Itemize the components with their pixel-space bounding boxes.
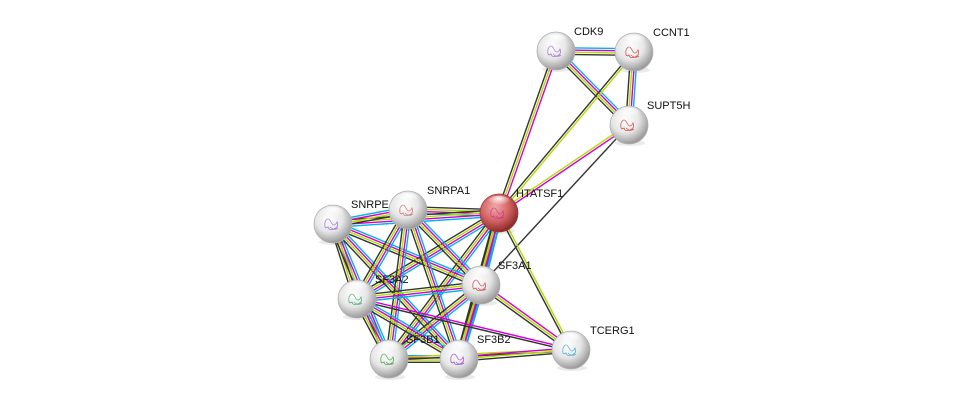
node-supt5h[interactable]: SUPT5H [609, 100, 690, 146]
edge-line-coexpression [480, 124, 630, 286]
edge-line-experimental [357, 285, 482, 301]
edge-line-experimental [357, 297, 460, 359]
protein-structure-icon [472, 279, 487, 292]
edge-line-database [357, 287, 482, 303]
edge-line-textmining [406, 210, 459, 360]
edge-line-coexpression [356, 281, 481, 297]
protein-structure-icon [620, 119, 635, 132]
protein-structure-icon [625, 46, 640, 59]
node-highlight [376, 341, 402, 356]
edge-line-textmining [499, 212, 573, 350]
edge-sf3a1-sf3a2[interactable] [356, 281, 482, 303]
edge-line-experimental [408, 209, 461, 359]
edge-supt5h-htatsf1[interactable] [497, 123, 631, 215]
edge-line-textmining [499, 52, 636, 215]
node-highlight [486, 195, 512, 210]
edge-line-database [390, 287, 484, 363]
edge-line-coexpression [497, 213, 571, 351]
protein-structure-icon [399, 204, 414, 217]
edge-snrpa1-sf3b2[interactable] [404, 208, 463, 361]
edge-line-textmining [356, 283, 481, 299]
node-label: SF3B2 [477, 334, 511, 346]
edge-line-coexpression [385, 209, 406, 359]
edge-ccnt1-htatsf1[interactable] [497, 50, 636, 215]
node-htatsf1[interactable]: HTATSF1 [479, 188, 563, 234]
edge-line-coexpression [385, 210, 497, 358]
node-label: CDK9 [574, 26, 603, 38]
protein-structure-icon [490, 207, 505, 220]
protein-structure-icon [324, 218, 339, 231]
node-ccnt1[interactable]: CCNT1 [614, 27, 690, 73]
node-label: HTATSF1 [516, 188, 563, 200]
edge-supt5h-sf3a1[interactable] [480, 124, 630, 286]
node-label: SF3B1 [406, 334, 440, 346]
edge-line-experimental [389, 210, 410, 360]
node-snrpa1[interactable]: SNRPA1 [388, 185, 470, 231]
edge-sf3a2-tcerg1[interactable] [356, 297, 572, 352]
node-highlight [344, 281, 370, 296]
node-highlight [446, 341, 472, 356]
edge-sf3a2-sf3b2[interactable] [354, 295, 462, 363]
node-label: SNRPE [351, 199, 389, 211]
edge-line-coexpression [354, 301, 458, 363]
node-label: SNRPA1 [427, 185, 470, 197]
node-highlight [320, 206, 346, 221]
node-label: TCERG1 [590, 325, 635, 337]
edge-line-textmining [356, 299, 459, 361]
edge-line-database [391, 210, 412, 360]
node-highlight [395, 192, 421, 207]
protein-structure-icon [562, 344, 577, 357]
node-sf3a1[interactable]: SF3A1 [461, 260, 532, 306]
edge-htatsf1-tcerg1[interactable] [497, 212, 573, 351]
edge-snrpa1-sf3b1[interactable] [385, 209, 412, 360]
node-tcerg1[interactable]: TCERG1 [551, 325, 635, 371]
edge-line-coexpression [386, 281, 480, 357]
edge-line-experimental [333, 222, 482, 285]
node-cdk9[interactable]: CDK9 [536, 26, 603, 72]
edge-line-textmining [331, 224, 459, 361]
edge-line-experimental [357, 213, 500, 301]
node-sf3b2[interactable]: SF3B2 [439, 334, 511, 380]
node-highlight [621, 34, 647, 49]
node-sf3a2[interactable]: SF3A2 [337, 274, 409, 320]
node-label: SF3A2 [375, 274, 409, 286]
protein-structure-icon [450, 353, 465, 366]
node-highlight [616, 107, 642, 122]
edge-line-coexpression [356, 299, 571, 352]
node-highlight [468, 267, 494, 282]
node-highlight [558, 332, 584, 347]
protein-structure-icon [380, 353, 395, 366]
protein-structure-icon [547, 45, 562, 58]
edge-line-experimental [357, 297, 572, 350]
edge-line-coexpression [496, 50, 555, 213]
edge-line-coexpression [404, 210, 457, 361]
edge-line-coexpression [497, 50, 634, 213]
edge-sf3a1-sf3b1[interactable] [386, 281, 484, 363]
edge-line-textmining [497, 123, 629, 213]
edge-cdk9-htatsf1[interactable] [496, 50, 559, 214]
edge-line-textmining [332, 224, 481, 287]
edge-line-textmining [387, 283, 481, 359]
edge-line-experimental [389, 213, 501, 361]
edge-line-textmining [387, 209, 408, 359]
edge-line-experimental [499, 125, 631, 215]
edge-line-experimental [500, 51, 559, 214]
edge-line-database [333, 220, 483, 283]
node-sf3b1[interactable]: SF3B1 [369, 334, 440, 380]
node-label: SUPT5H [647, 100, 690, 112]
edge-line-database [410, 208, 463, 359]
protein-structure-icon [348, 293, 363, 306]
edge-line-experimental [389, 285, 483, 361]
node-label: CCNT1 [653, 27, 690, 39]
edge-line-textmining [498, 50, 557, 214]
edge-line-database [358, 215, 502, 303]
node-snrpe[interactable]: SNRPE [313, 199, 389, 245]
node-label: SF3A1 [498, 260, 532, 272]
node-highlight [543, 33, 569, 48]
edge-line-database [358, 295, 462, 357]
